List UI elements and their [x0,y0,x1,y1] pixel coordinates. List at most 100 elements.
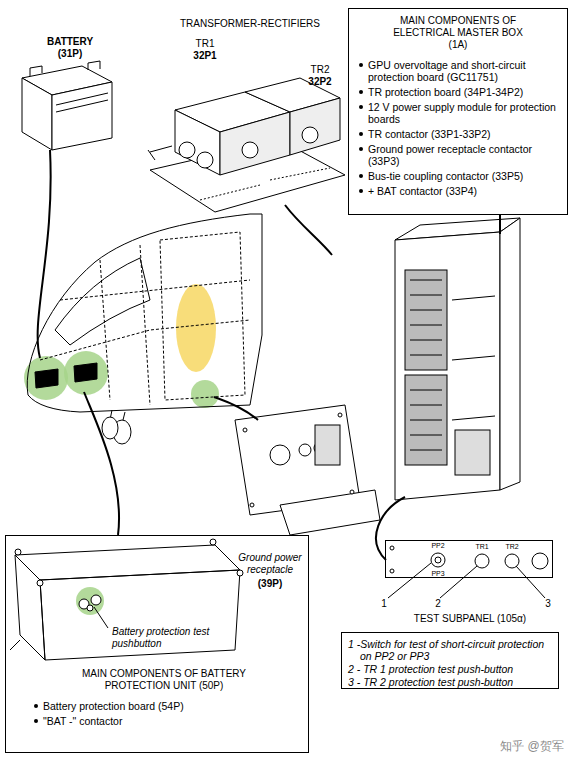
bullet-dot [359,147,363,151]
transformer-rectifier-drawing [148,78,345,212]
bullet-dot [34,719,38,723]
highlight [64,351,108,395]
test-subpanel-drawing [390,546,548,573]
leader-line [38,150,51,358]
box-text: Ground power receptacle contactor (33P3) [355,143,561,167]
part-label: BATTERY [47,36,93,48]
receptacle-drawing [250,503,254,507]
receptacle-drawing [299,444,311,456]
component-box: TEST SUBPANEL (105α) [385,540,553,578]
component-box: 1 -Switch for test of short-circuit prot… [341,632,559,689]
leader-line [214,397,258,420]
transformer-rectifier-drawing [242,142,258,158]
transformer-rectifier-drawing [290,98,340,155]
box-text: TR protection board (34P1-34P2) [355,86,561,98]
part-label: TR1 [475,543,488,551]
transformer-rectifier-drawing [148,146,172,160]
battery-drawing [30,61,100,76]
test-subpanel-drawing [435,557,441,563]
receptacle-drawing [338,413,342,417]
helicopter-outline [40,245,250,405]
battery-unit-drawing [91,595,101,605]
battery-drawing [52,82,112,150]
highlight [24,356,68,400]
part-label: 32P2 [308,76,331,88]
leader-line [38,150,500,560]
test-subpanel-drawing [431,553,445,567]
part-label: (31P) [58,48,82,60]
battery-unit-drawing [210,539,216,545]
bullet-dot [359,63,363,67]
box-text: TR contactor (33P1-33P2) [355,128,561,140]
battery-unit-drawing [237,570,243,576]
highlight [76,587,104,615]
helicopter-outline [74,363,97,382]
battery-drawing [22,78,52,150]
battery-drawing [22,61,112,150]
transformer-rectifier-drawing [150,140,345,212]
cabinet-drawing [455,430,490,475]
battery-unit-drawing [87,605,93,611]
receptacle-drawing [315,425,340,465]
transformer-rectifier-drawing [175,110,220,175]
part-label: TR2 [505,543,518,551]
callout-leader [388,563,431,598]
box-text: Battery protection board (54P) [30,700,298,712]
helicopter-outline [27,214,262,412]
part-label: PP3 [431,570,444,578]
box-text: + BAT contactor (33P4) [355,185,561,197]
callout-leader [516,566,545,598]
test-subpanel-drawing [505,554,519,568]
highlight [191,380,219,408]
cabinet-drawing [452,296,495,420]
bullet-dot [359,90,363,94]
box-text: 3 - TR 2 protection test push-button [348,676,552,688]
cabinet-drawing [395,218,520,500]
cabinet-drawing [500,218,520,490]
leader-line [84,392,119,535]
cabinet-drawing [410,280,442,450]
box-heading: TEST SUBPANEL (105α) [376,613,564,625]
bullet-dot [359,105,363,109]
box-text: Bus-tie coupling contactor (33P5) [355,170,561,182]
box-text: GPU overvoltage and short-circuit protec… [355,59,561,83]
part-label: Ground power receptacle [215,552,325,576]
battery-unit-drawing [15,555,45,660]
receptacle-drawing [235,405,380,535]
battery-unit-drawing [10,539,243,660]
transformer-rectifier-drawing [179,142,195,158]
watermark: 知乎 @贺军 [500,740,564,752]
callout-number: 1 [381,598,387,610]
box-heading: 1 -Switch for test of short-circuit prot… [348,638,552,662]
battery-unit-drawing [37,580,43,586]
battery-unit-drawing [10,640,20,650]
highlight [24,284,219,615]
part-label: TR1 [196,38,215,50]
battery-drawing [56,93,108,112]
receptacle-drawing [270,445,290,465]
callout-number: 2 [435,598,441,610]
box-heading: MAIN COMPONENTS OF BATTERY PROTECTION UN… [64,668,264,692]
box-text: 12 V power supply module for protection … [355,101,561,125]
leader-line [285,205,332,255]
test-subpanel-drawing [390,546,394,550]
helicopter-outline [27,214,262,444]
highlight [176,284,216,372]
box-text: 2 - TR 1 protection test push-button [348,663,552,675]
part-label: 32P1 [193,50,216,62]
cabinet-drawing [395,232,500,500]
transformer-rectifier-drawing [197,152,213,168]
battery-unit-drawing [15,545,240,580]
component-box: MAIN COMPONENTS OF ELECTRICAL MASTER BOX… [348,8,568,215]
leader-line [499,215,501,234]
test-subpanel-drawing [532,553,548,569]
part-label: TR2 [311,64,330,76]
callout-leader [440,566,477,598]
receptacle-drawing [280,490,380,535]
battery-unit-drawing [15,549,21,555]
helicopter-outline [35,369,58,388]
bullet-dot [34,704,38,708]
helicopter-outline [102,417,118,439]
callout-number: 3 [545,598,551,610]
